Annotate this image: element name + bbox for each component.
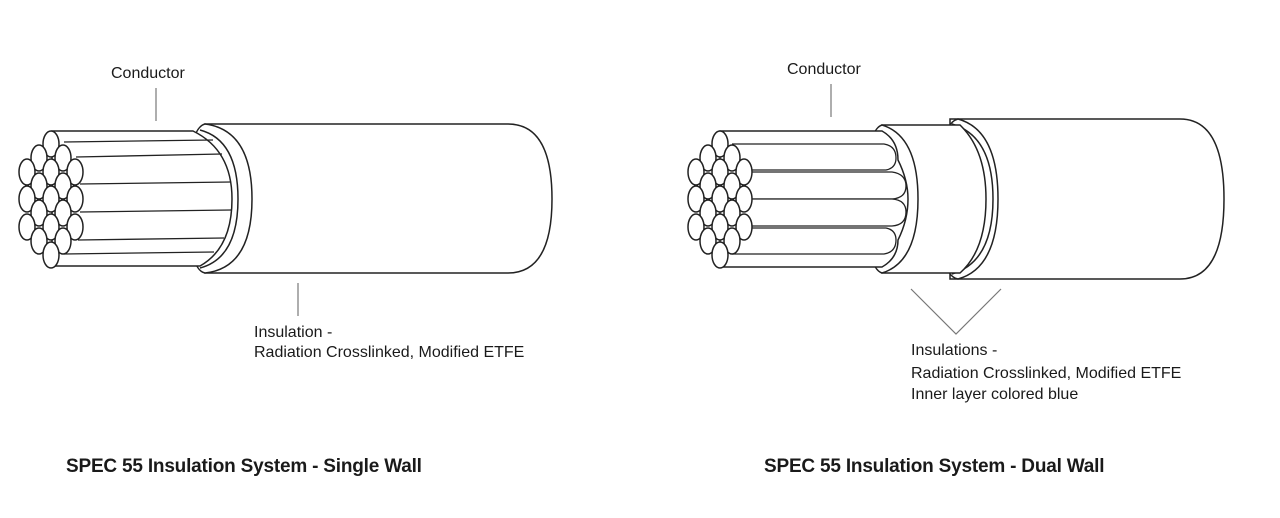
conductor-strand-lines <box>63 139 232 255</box>
single-wall-caption: SPEC 55 Insulation System - Single Wall <box>66 456 422 477</box>
conductor-bundle <box>51 130 233 267</box>
insulation-jacket <box>204 123 553 274</box>
conductor-strand-ends <box>687 130 753 269</box>
conductor-strand-tubes <box>732 143 907 255</box>
dual-wall-cable-illustration <box>687 84 1225 335</box>
insulations-label-title: Insulations - <box>911 342 998 359</box>
single-wall-diagram: Conductor Insulation - Radiation Crossli… <box>18 65 553 477</box>
single-wall-cable-illustration <box>18 88 553 316</box>
insulation-label-title: Insulation - <box>254 324 333 341</box>
insulation-label-desc: Radiation Crosslinked, Modified ETFE <box>254 344 525 361</box>
insulations-label-note: Inner layer colored blue <box>911 386 1079 403</box>
dual-wall-caption: SPEC 55 Insulation System - Dual Wall <box>764 456 1105 477</box>
dual-wall-diagram: Conductor Insulations - Radiation Crossl… <box>660 0 1280 518</box>
insulations-label-desc: Radiation Crosslinked, Modified ETFE <box>911 365 1182 382</box>
conductor-label: Conductor <box>111 65 185 82</box>
outer-insulation-jacket <box>949 118 1225 280</box>
insulations-leader-line <box>910 288 1002 335</box>
conductor-strand-ends <box>18 130 84 269</box>
conductor-label: Conductor <box>787 61 861 78</box>
